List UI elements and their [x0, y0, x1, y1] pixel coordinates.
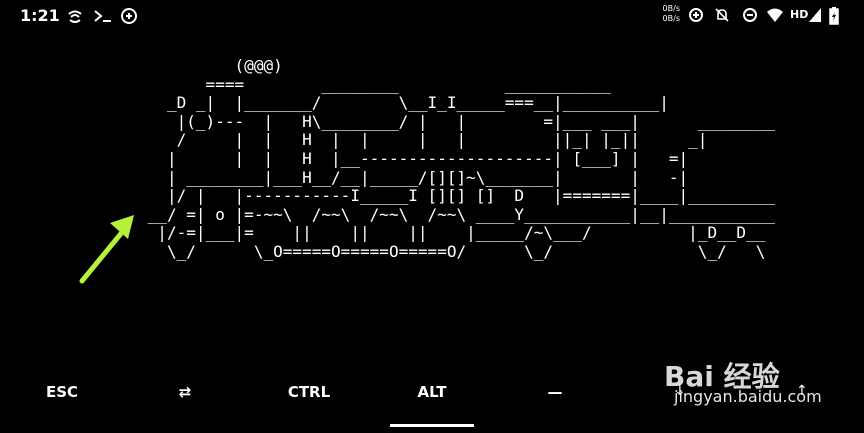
terminal-line: / | | H | | | | ||_| |_|| _|: [138, 130, 708, 150]
terminal-line: _D _| |_______/ \__I_I_____===__|_______…: [138, 93, 669, 113]
do-not-disturb-icon: [743, 8, 757, 22]
terminal-output[interactable]: (@@@) ==== ________ ___________ _D _| |_…: [138, 56, 776, 262]
battery-charging-icon: [829, 7, 839, 25]
terminal-line: (@@@): [138, 56, 283, 75]
data-saver-icon: [121, 8, 137, 24]
ctrl-key[interactable]: CTRL: [287, 383, 331, 401]
data-saver-icon: [689, 8, 703, 22]
notifications-off-icon: [715, 8, 729, 22]
terminal-line: |/ | |-----------I_____I [][] [] D |====…: [138, 186, 776, 206]
up-key[interactable]: ↑: [796, 383, 808, 399]
extra-keys-bar: ESC ⇄ CTRL ALT —: [0, 368, 864, 433]
net-up: 0B/s: [662, 4, 680, 13]
watermark-site: jingyan.baidu.com: [674, 387, 822, 406]
terminal-line: | | | H |__--------------------| [___] |…: [138, 148, 689, 168]
terminal-line: __/ =| o |=-~~\ /~~\ /~~\ /~~\ ____Y____…: [138, 204, 776, 224]
network-type: HD: [790, 8, 809, 21]
alt-key-active-indicator: [390, 424, 474, 427]
terminal-line: |(_)--- | H\________/ | | =|___ ___| ___…: [138, 111, 776, 131]
alt-key[interactable]: ALT: [417, 383, 447, 401]
terminal-prompt-icon: [94, 10, 111, 22]
watermark: Bai 经验 ↓ ↑ jingyan.baidu.com: [640, 335, 860, 430]
status-bar: 1:21 0B/s 0B/s HD: [0, 0, 864, 34]
tab-key[interactable]: ⇄: [178, 383, 192, 401]
hotspot-icon: [68, 10, 82, 23]
down-key[interactable]: ↓: [674, 383, 686, 399]
dash-key[interactable]: —: [547, 383, 563, 401]
network-speed: 0B/s 0B/s: [656, 4, 680, 24]
status-time: 1:21: [20, 6, 60, 25]
net-down: 0B/s: [662, 14, 680, 23]
terminal-line: ==== ________ ___________: [138, 74, 611, 94]
terminal-line: |/-=|___|= || || || |_____/~\___/ |_D__D…: [138, 223, 766, 243]
signal-icon: [809, 8, 821, 22]
terminal-line: \_/ \_O=====O=====O=====O/ \_/ \_/ \: [138, 241, 766, 261]
annotation-arrow: [79, 215, 134, 284]
terminal-line: | ________|___H__/__|_____/[][]~\_______…: [138, 167, 689, 187]
esc-key[interactable]: ESC: [45, 383, 79, 401]
wifi-icon: [767, 8, 783, 22]
watermark-brand: Bai 经验: [664, 360, 780, 393]
